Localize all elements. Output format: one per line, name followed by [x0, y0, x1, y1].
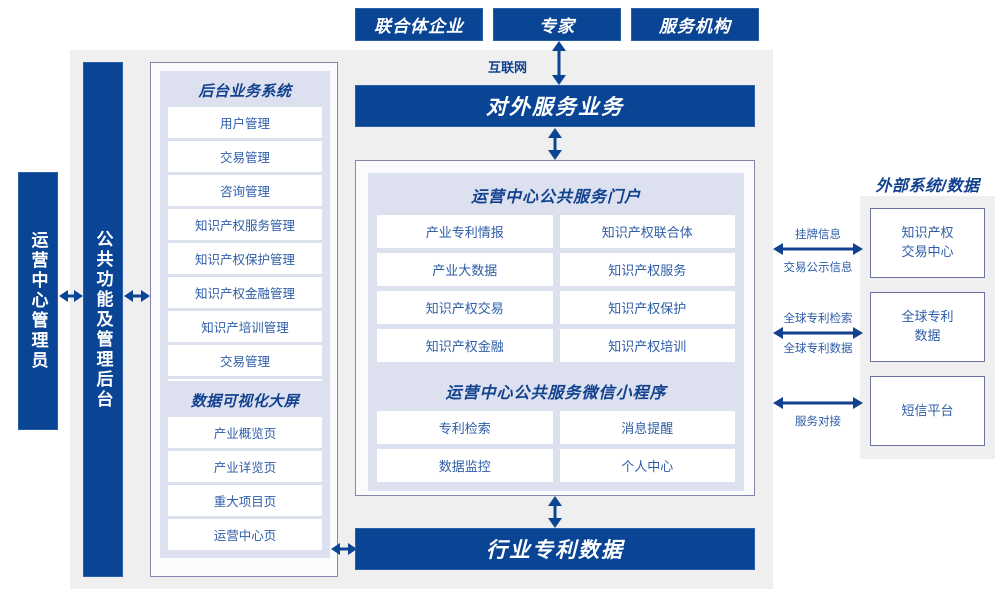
- arrow-sms-platform: [773, 395, 863, 411]
- vertical-bar-label: 公共功能及管理后台: [93, 229, 113, 410]
- left-module-panel: 后台业务系统 用户管理 交易管理 咨询管理 知识产权服务管理 知识产权保护管理 …: [150, 62, 338, 577]
- group-public-service-portal: 运营中心公共服务门户 产业专利情报 知识产权联合体 产业大数据 知识产权服务 知…: [368, 173, 744, 371]
- arrow-global-patent-data: [773, 325, 863, 341]
- portal-item[interactable]: 知识产权服务: [559, 253, 735, 286]
- external-systems-panel: 知识产权 交易中心 全球专利 数据 短信平台: [860, 196, 995, 459]
- industry-patent-data-bar[interactable]: 行业专利数据: [355, 528, 755, 570]
- portal-item[interactable]: 知识产权交易: [377, 291, 553, 324]
- actor-label: 服务机构: [659, 17, 731, 36]
- module-item[interactable]: 知识产培训管理: [168, 311, 322, 342]
- portal-row: 知识产权金融 知识产权培训: [377, 329, 735, 362]
- industry-bar-label: 行业专利数据: [486, 539, 624, 562]
- group-title: 运营中心公共服务微信小程序: [445, 385, 667, 402]
- module-item[interactable]: 交易管理: [168, 141, 322, 172]
- actor-label: 专家: [539, 17, 575, 36]
- vertical-bar-operations-admin[interactable]: 运营中心管理员: [18, 172, 58, 430]
- module-item[interactable]: 知识产权金融管理: [168, 277, 322, 308]
- external-box-sms-platform[interactable]: 短信平台: [870, 376, 985, 446]
- module-item[interactable]: 知识产权保护管理: [168, 243, 322, 274]
- group-title: 后台业务系统: [198, 83, 292, 100]
- module-item[interactable]: 咨询管理: [168, 175, 322, 206]
- miniprogram-item[interactable]: 专利检索: [377, 411, 553, 444]
- portal-item[interactable]: 知识产权联合体: [559, 215, 735, 248]
- portal-item[interactable]: 产业大数据: [377, 253, 553, 286]
- arrow-common-to-modules: [124, 287, 150, 305]
- actor-label: 联合体企业: [374, 17, 464, 36]
- module-item[interactable]: 运营中心页: [168, 519, 322, 550]
- module-item[interactable]: 重大项目页: [168, 485, 322, 516]
- actor-box-expert[interactable]: 专家: [493, 8, 621, 41]
- portal-item[interactable]: 产业专利情报: [377, 215, 553, 248]
- external-box-label: 短信平台: [901, 402, 954, 418]
- vertical-bar-label: 运营中心管理员: [28, 231, 48, 371]
- outer-service-label: 对外服务业务: [486, 96, 624, 119]
- arrow-portal-to-industry-data: [544, 496, 566, 528]
- external-box-ip-trading-center[interactable]: 知识产权 交易中心: [870, 208, 985, 278]
- connector-label-listing-info: 挂牌信息: [795, 229, 841, 241]
- vertical-bar-common-backend[interactable]: 公共功能及管理后台: [83, 62, 123, 577]
- portal-row: 产业专利情报 知识产权联合体: [377, 215, 735, 248]
- group-data-visualization: 数据可视化大屏 产业概览页 产业详览页 重大项目页 运营中心页: [160, 381, 330, 558]
- arrow-internet-vertical: [548, 41, 570, 85]
- portal-row: 知识产权交易 知识产权保护: [377, 291, 735, 324]
- actor-box-union-enterprise[interactable]: 联合体企业: [355, 8, 483, 41]
- portal-item[interactable]: 知识产权培训: [559, 329, 735, 362]
- arrow-admin-to-common: [59, 287, 83, 305]
- outer-service-business-bar[interactable]: 对外服务业务: [355, 85, 755, 127]
- miniprogram-row: 数据监控 个人中心: [377, 449, 735, 482]
- module-item[interactable]: 产业详览页: [168, 451, 322, 482]
- miniprogram-item[interactable]: 消息提醒: [559, 411, 735, 444]
- actor-box-service-agency[interactable]: 服务机构: [631, 8, 759, 41]
- group-title: 运营中心公共服务门户: [470, 189, 641, 206]
- external-box-global-patent-data[interactable]: 全球专利 数据: [870, 292, 985, 362]
- miniprogram-item[interactable]: 数据监控: [377, 449, 553, 482]
- miniprogram-row: 专利检索 消息提醒: [377, 411, 735, 444]
- portal-item[interactable]: 知识产权保护: [559, 291, 735, 324]
- module-item[interactable]: 用户管理: [168, 107, 322, 138]
- center-service-panel: 运营中心公共服务门户 产业专利情报 知识产权联合体 产业大数据 知识产权服务 知…: [355, 160, 755, 496]
- arrow-modules-to-industry-data: [331, 540, 357, 558]
- connector-label-global-patent-data: 全球专利数据: [783, 343, 853, 355]
- group-wechat-miniprogram: 运营中心公共服务微信小程序 专利检索 消息提醒 数据监控 个人中心: [368, 369, 744, 491]
- group-backoffice-system: 后台业务系统 用户管理 交易管理 咨询管理 知识产权服务管理 知识产权保护管理 …: [160, 71, 330, 418]
- module-item[interactable]: 知识产权服务管理: [168, 209, 322, 240]
- portal-item[interactable]: 知识产权金融: [377, 329, 553, 362]
- module-item[interactable]: 交易管理: [168, 345, 322, 376]
- miniprogram-item[interactable]: 个人中心: [559, 449, 735, 482]
- group-title: 数据可视化大屏: [190, 393, 300, 410]
- connector-label-service-docking: 服务对接: [795, 416, 841, 428]
- connector-label-trade-public-info: 交易公示信息: [783, 262, 853, 274]
- external-box-label: 全球专利 数据: [901, 309, 954, 343]
- portal-row: 产业大数据 知识产权服务: [377, 253, 735, 286]
- external-systems-title: 外部系统/数据: [875, 178, 980, 195]
- module-item[interactable]: 产业概览页: [168, 417, 322, 448]
- connector-label-global-patent-search: 全球专利检索: [783, 313, 853, 325]
- arrow-ip-trading-center: [773, 241, 863, 257]
- external-box-label: 知识产权 交易中心: [901, 225, 954, 259]
- connector-label-internet: 互联网: [488, 60, 528, 75]
- arrow-service-to-portal: [544, 128, 566, 160]
